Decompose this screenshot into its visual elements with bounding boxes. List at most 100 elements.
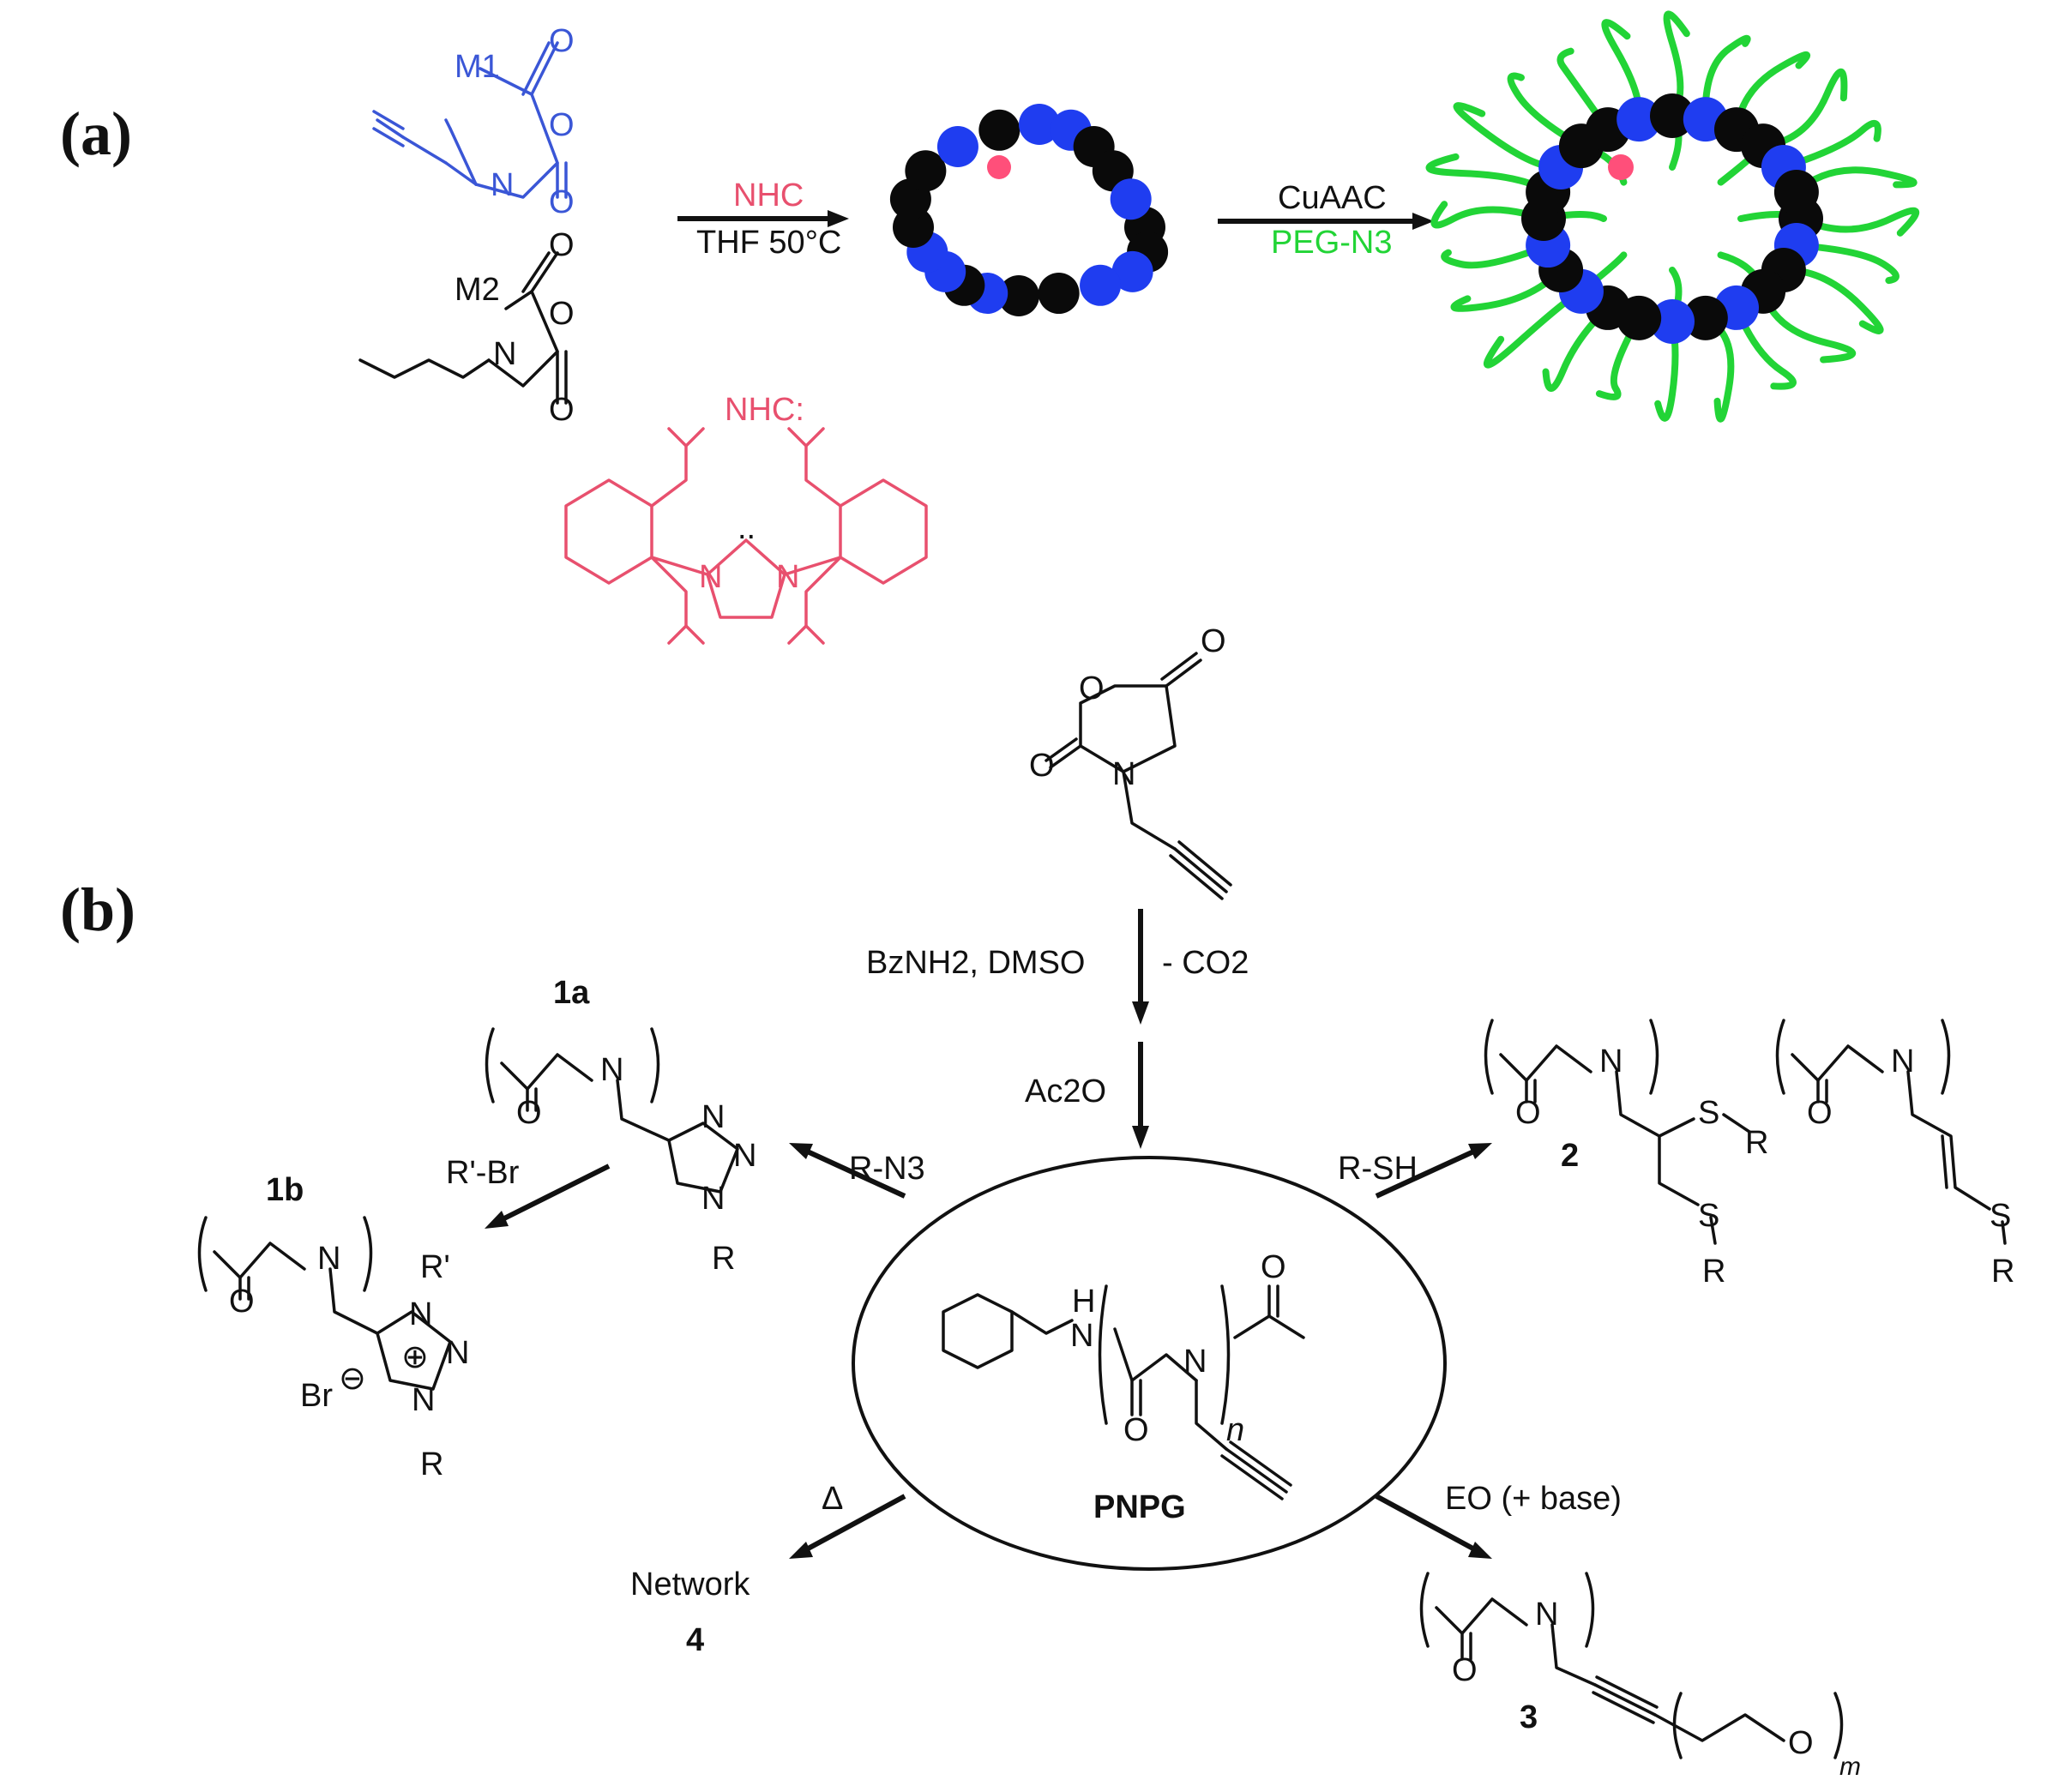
- monomer-m2-label: M2: [455, 272, 500, 308]
- npg-atom-n: N: [1112, 756, 1135, 792]
- monomer-m1-atom-n: N: [491, 167, 514, 203]
- monomer-m2-atom-o-top: O: [549, 227, 575, 263]
- pnpg-ellipse: [852, 1156, 1447, 1571]
- product-2b-atom-r: R: [1991, 1254, 2014, 1290]
- monomer-m2-atom-o-bottom: O: [549, 392, 575, 428]
- product-3-subscript-m: m: [1839, 1753, 1861, 1781]
- panel-label-a: (a): [60, 99, 132, 168]
- peg-chain: [1595, 314, 1643, 400]
- nhc-atom-n-right: N: [776, 559, 799, 595]
- reagent-r-n3: R-N3: [849, 1151, 925, 1187]
- ring-bead: [1038, 273, 1080, 315]
- monomer-m1-atom-o-ring: O: [549, 107, 575, 143]
- reagent-heat: Δ: [822, 1481, 843, 1517]
- arrow1-bottom-label: THF 50°C: [696, 225, 841, 261]
- nhc-atom-n-left: N: [699, 559, 722, 595]
- npg-atom-o-ring: O: [1079, 670, 1105, 707]
- monomer-m2-structure: [358, 251, 568, 405]
- product-1b-bromide: Br: [300, 1378, 333, 1414]
- nhc-catalyst-structure: [564, 427, 928, 645]
- peg-chain: [1760, 68, 1848, 150]
- product-3-atom-n: N: [1535, 1597, 1558, 1633]
- product-2a-atom-n: N: [1599, 1043, 1623, 1079]
- nhc-catalyst-label: NHC:: [725, 392, 804, 428]
- product-1a-triazole-n2: N: [733, 1138, 756, 1174]
- product-2b-atom-s: S: [1990, 1198, 2011, 1234]
- product-2a-atom-r2: R: [1702, 1254, 1725, 1290]
- pnpg-atom-nh: N: [1070, 1318, 1093, 1354]
- product-2a-atom-s1: S: [1698, 1095, 1719, 1131]
- product-1b-plus-charge: ⊕: [401, 1339, 429, 1375]
- pnpg-atom-n: N: [1183, 1344, 1207, 1380]
- ring-bead: [936, 126, 978, 168]
- grafted-ring-bead: [1616, 97, 1662, 142]
- product-2a-atom-s2: S: [1698, 1198, 1719, 1234]
- pnpg-atom-o-bottom: O: [1123, 1412, 1149, 1448]
- product-3-atom-o-carbonyl: O: [1452, 1652, 1478, 1688]
- peg-chain: [1556, 47, 1611, 134]
- product-1a-structure: [485, 1027, 739, 1194]
- product-1a-atom-o: O: [516, 1095, 542, 1131]
- grafted-ring-bead: [1650, 93, 1695, 138]
- monomer-m1-atom-o-bottom: O: [549, 184, 575, 220]
- product-3-atom-o-ether: O: [1788, 1725, 1814, 1761]
- arrow-to-3: [1375, 1494, 1481, 1554]
- pnpg-structure: [942, 1284, 1305, 1500]
- product-2-structure-b: [1775, 1019, 2007, 1245]
- peg-chain: [1779, 119, 1881, 171]
- product-1b-atom-rprime: R': [420, 1249, 450, 1285]
- monomer-m1-atom-o-top: O: [549, 23, 575, 59]
- product-1a-label: 1a: [553, 975, 590, 1011]
- product-1a-atom-n: N: [600, 1052, 623, 1088]
- ring-bead: [905, 150, 947, 192]
- product-1b-structure: [197, 1216, 452, 1391]
- peg-chain: [1507, 72, 1585, 150]
- product-1b-triazole-n3: N: [412, 1382, 435, 1418]
- product-1b-triazole-n1: N: [409, 1296, 432, 1332]
- product-1b-atom-n: N: [317, 1241, 340, 1277]
- conditions-minus-co2: - CO2: [1162, 945, 1249, 981]
- vertical-arrow-2-head: [1132, 1126, 1149, 1149]
- pnpg-atom-h: H: [1072, 1284, 1095, 1320]
- product-4-network-label: Network: [630, 1566, 750, 1603]
- product-2-label: 2: [1561, 1138, 1579, 1174]
- cyclic-polymer-ring: [889, 104, 1169, 316]
- product-2-structure-a: [1484, 1019, 1751, 1245]
- arrow2-bottom-label: PEG-N3: [1271, 225, 1392, 261]
- npg-monomer-structure: [1045, 652, 1232, 900]
- peg-grafted-cyclic-polymer: [1521, 93, 1823, 344]
- product-1b-label: 1b: [266, 1172, 304, 1208]
- conditions-bznh2-dmso: BzNH2, DMSO: [866, 945, 1085, 981]
- arrow-to-1a-head: [789, 1143, 813, 1159]
- panel-label-b: (b): [60, 875, 135, 944]
- grafted-ring-bead: [1650, 299, 1695, 344]
- npg-atom-o-left: O: [1029, 748, 1055, 784]
- ring-bead: [1111, 250, 1153, 292]
- peg-chain: [1430, 201, 1547, 229]
- reaction-arrow-1-head: [828, 210, 849, 227]
- monomer-m2-atom-o-ring: O: [549, 296, 575, 332]
- conditions-ac2o: Ac2O: [1025, 1073, 1106, 1109]
- peg-chain: [1792, 166, 1918, 195]
- monomer-m2-atom-n: N: [493, 336, 516, 372]
- product-1b-atom-r: R: [420, 1446, 443, 1482]
- vertical-arrow-1-head: [1132, 1001, 1149, 1025]
- peg-chain: [1797, 207, 1920, 237]
- grafted-ring-bead: [1773, 169, 1819, 214]
- reaction-arrow-2-head: [1412, 213, 1434, 230]
- pnpg-atom-o-top: O: [1261, 1249, 1286, 1285]
- product-2b-atom-o: O: [1807, 1095, 1833, 1131]
- product-2b-atom-n: N: [1891, 1043, 1914, 1079]
- arrow-to-4-head: [789, 1542, 813, 1559]
- ring-initiator-bead: [987, 155, 1011, 179]
- ring-bead: [998, 275, 1039, 316]
- ring-bead: [1019, 104, 1060, 145]
- arrow-to-2: [1375, 1146, 1481, 1199]
- product-2a-atom-o: O: [1515, 1095, 1541, 1131]
- peg-chain: [1701, 34, 1751, 123]
- arrow-to-3-head: [1468, 1542, 1492, 1559]
- pnpg-subscript-n: n: [1226, 1412, 1244, 1448]
- peg-chain: [1792, 242, 1899, 285]
- product-1b-atom-o: O: [229, 1284, 255, 1320]
